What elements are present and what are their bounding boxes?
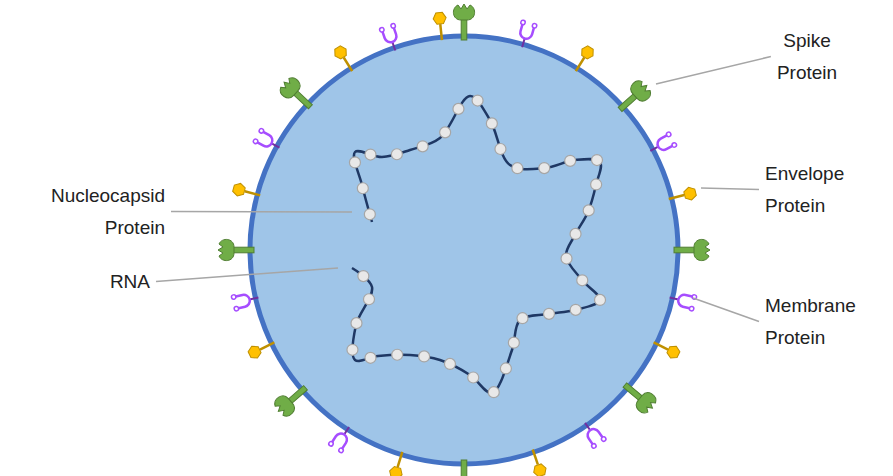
nucleocapsid-bead xyxy=(468,372,479,383)
label-holder: Membrane Protein xyxy=(765,290,869,354)
envelope-protein-symbol xyxy=(247,337,278,361)
part-label: Spike Protein xyxy=(758,25,856,89)
membrane-protein-symbol xyxy=(253,128,284,155)
nucleocapsid-bead xyxy=(440,127,451,138)
nucleocapsid-bead xyxy=(561,253,572,264)
spike-protein-symbol xyxy=(453,460,474,476)
spike-protein-symbol xyxy=(618,377,659,416)
virus-envelope xyxy=(250,36,678,464)
nucleocapsid-bead xyxy=(347,344,358,355)
nucleocapsid-bead xyxy=(577,275,588,286)
nucleocapsid-bead xyxy=(365,352,376,363)
part-label: Nucleocapsid Protein xyxy=(25,180,165,244)
nucleocapsid-bead xyxy=(570,304,581,315)
rna-strand xyxy=(352,96,601,393)
spike-protein-symbol xyxy=(674,239,710,260)
nucleocapsid-bead xyxy=(583,205,594,216)
envelope-protein-symbol xyxy=(527,447,548,476)
membrane-protein-symbol xyxy=(668,289,697,311)
nucleocapsid-bead xyxy=(591,155,602,166)
leader-line xyxy=(693,298,759,322)
spike-protein-symbol xyxy=(218,239,254,260)
nucleocapsid-bead xyxy=(363,294,374,305)
spike-protein-symbol xyxy=(453,4,474,40)
nucleocapsid-bead xyxy=(364,209,375,220)
membrane-protein-symbol xyxy=(514,20,537,50)
nucleocapsid-bead xyxy=(508,337,519,348)
nucleocapsid-bead xyxy=(591,179,602,190)
nucleocapsid-bead xyxy=(517,313,528,324)
nucleocapsid-bead xyxy=(357,183,368,194)
spike-protein-symbol xyxy=(271,380,312,420)
membrane-protein-symbol xyxy=(646,131,677,158)
nucleocapsid-bead xyxy=(543,308,554,319)
leader-lines xyxy=(156,57,771,322)
surface-proteins xyxy=(218,4,710,476)
nucleocapsid-bead xyxy=(570,228,581,239)
nucleocapsid-bead xyxy=(417,141,428,152)
envelope-protein-symbol xyxy=(651,337,682,361)
leader-line xyxy=(156,268,338,282)
envelope-protein-symbol xyxy=(232,182,262,202)
nucleocapsid-bead xyxy=(512,163,523,174)
nucleocapsid-bead xyxy=(472,95,483,106)
part-label: Membrane Protein xyxy=(765,290,869,354)
nucleocapsid-bead xyxy=(595,294,606,305)
envelope-protein-symbol xyxy=(570,44,596,74)
nucleocapsid-bead xyxy=(500,363,511,374)
spike-protein-symbol xyxy=(613,78,654,118)
nucleocapsid-bead xyxy=(419,351,430,362)
envelope-protein-symbol xyxy=(388,450,409,476)
nucleocapsid-bead xyxy=(358,271,369,282)
nucleocapsid-bead xyxy=(565,155,576,166)
leader-line xyxy=(656,57,771,85)
membrane-protein-symbol xyxy=(231,289,260,311)
envelope-protein-symbol xyxy=(332,44,358,74)
nucleocapsid-bead xyxy=(486,118,497,129)
nucleocapsid-bead xyxy=(351,318,362,329)
leader-line xyxy=(171,211,352,213)
envelope-protein-symbol xyxy=(433,12,449,41)
label-holder: Nucleocapsid Protein xyxy=(25,180,165,244)
label-holder: RNA xyxy=(90,266,150,298)
nucleocapsid-bead xyxy=(391,149,402,160)
nucleocapsid-bead xyxy=(392,349,403,360)
envelope-protein-symbol xyxy=(667,186,697,205)
nucleocapsid-bead xyxy=(444,358,455,369)
membrane-protein-symbol xyxy=(379,23,403,53)
part-label: RNA xyxy=(90,266,150,298)
membrane-protein-symbol xyxy=(328,422,356,453)
label-holder: Envelope Protein xyxy=(765,158,865,222)
membrane-protein-symbol xyxy=(578,418,606,449)
leader-line xyxy=(701,188,759,190)
nucleocapsid-bead xyxy=(365,149,376,160)
nucleocapsid-beads xyxy=(347,95,606,398)
nucleocapsid-bead xyxy=(495,144,506,155)
spike-protein-symbol xyxy=(277,74,318,114)
nucleocapsid-bead xyxy=(539,163,550,174)
label-holder: Spike Protein xyxy=(758,25,856,89)
nucleocapsid-bead xyxy=(349,157,360,168)
nucleocapsid-bead xyxy=(453,103,464,114)
part-label: Envelope Protein xyxy=(765,158,865,222)
nucleocapsid-bead xyxy=(488,387,499,398)
